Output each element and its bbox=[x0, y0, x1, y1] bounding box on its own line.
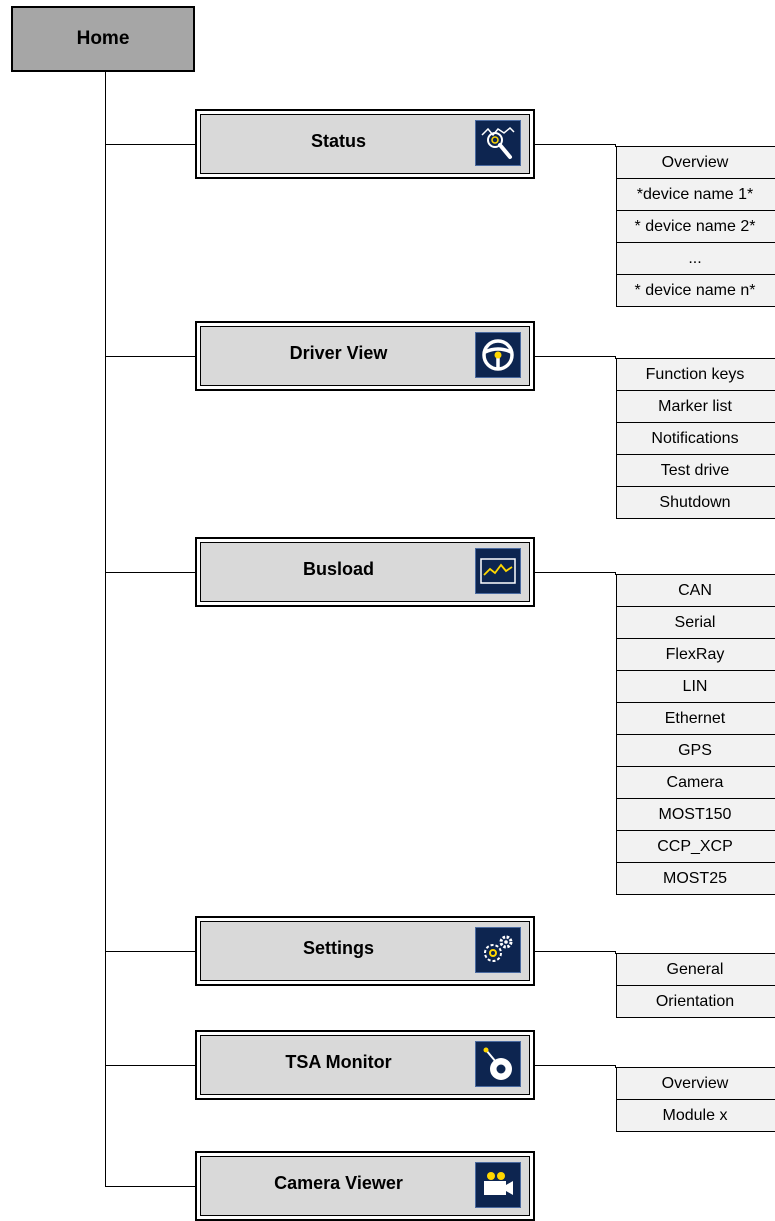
busload-label: Busload bbox=[302, 558, 374, 579]
branch-line bbox=[105, 572, 195, 573]
status-node[interactable]: Status bbox=[195, 109, 535, 179]
trunk-line bbox=[105, 72, 106, 1186]
submenu-connector bbox=[535, 572, 616, 573]
submenu-item[interactable]: Overview bbox=[617, 147, 775, 179]
submenu-item[interactable]: Shutdown bbox=[617, 487, 775, 519]
settings-label: Settings bbox=[302, 937, 374, 958]
branch-line bbox=[105, 1186, 195, 1187]
branch-line bbox=[105, 951, 195, 952]
submenu-item[interactable]: CCP_XCP bbox=[617, 831, 775, 863]
home-node[interactable]: Home bbox=[11, 6, 195, 72]
submenu-connector bbox=[615, 951, 616, 954]
submenu-item[interactable]: MOST25 bbox=[617, 863, 775, 895]
submenu-item[interactable]: LIN bbox=[617, 671, 775, 703]
home-label: Home bbox=[76, 28, 130, 49]
submenu-item[interactable]: GPS bbox=[617, 735, 775, 767]
settings-submenu: General Orientation bbox=[616, 953, 775, 1018]
branch-line bbox=[105, 1065, 195, 1066]
submenu-item[interactable]: FlexRay bbox=[617, 639, 775, 671]
steering-wheel-icon bbox=[475, 332, 521, 378]
status-submenu: Overview *device name 1* * device name 2… bbox=[616, 146, 775, 307]
video-camera-icon bbox=[475, 1162, 521, 1208]
branch-line bbox=[105, 356, 195, 357]
submenu-item[interactable]: General bbox=[617, 954, 775, 986]
status-label: Status bbox=[310, 130, 366, 151]
branch-line bbox=[105, 144, 195, 145]
camera-viewer-node[interactable]: Camera Viewer bbox=[195, 1151, 535, 1221]
gears-icon bbox=[475, 927, 521, 973]
submenu-connector bbox=[615, 144, 616, 147]
magnifier-chart-icon bbox=[475, 120, 521, 166]
submenu-connector bbox=[615, 1065, 616, 1068]
submenu-connector bbox=[615, 572, 616, 575]
submenu-item[interactable]: Test drive bbox=[617, 455, 775, 487]
driver-view-label: Driver View bbox=[289, 342, 388, 363]
submenu-item[interactable]: Serial bbox=[617, 607, 775, 639]
submenu-item[interactable]: * device name n* bbox=[617, 275, 775, 307]
submenu-item[interactable]: MOST150 bbox=[617, 799, 775, 831]
tsa-monitor-submenu: Overview Module x bbox=[616, 1067, 775, 1132]
submenu-connector bbox=[535, 356, 616, 357]
tsa-monitor-node[interactable]: TSA Monitor bbox=[195, 1030, 535, 1100]
submenu-connector bbox=[535, 144, 616, 145]
submenu-item[interactable]: Orientation bbox=[617, 986, 775, 1018]
submenu-item[interactable]: Overview bbox=[617, 1068, 775, 1100]
submenu-connector bbox=[535, 951, 616, 952]
submenu-connector bbox=[535, 1065, 616, 1066]
driver-view-node[interactable]: Driver View bbox=[195, 321, 535, 391]
submenu-item[interactable]: CAN bbox=[617, 575, 775, 607]
busload-node[interactable]: Busload bbox=[195, 537, 535, 607]
submenu-item[interactable]: Notifications bbox=[617, 423, 775, 455]
signal-wave-icon bbox=[475, 548, 521, 594]
submenu-item[interactable]: Module x bbox=[617, 1100, 775, 1132]
busload-submenu: CAN Serial FlexRay LIN Ethernet GPS Came… bbox=[616, 574, 775, 895]
submenu-item[interactable]: Function keys bbox=[617, 359, 775, 391]
submenu-connector bbox=[615, 356, 616, 359]
submenu-item[interactable]: Ethernet bbox=[617, 703, 775, 735]
submenu-item[interactable]: Marker list bbox=[617, 391, 775, 423]
submenu-item[interactable]: * device name 2* bbox=[617, 211, 775, 243]
submenu-item[interactable]: Camera bbox=[617, 767, 775, 799]
disc-probe-icon bbox=[475, 1041, 521, 1087]
settings-node[interactable]: Settings bbox=[195, 916, 535, 986]
submenu-item[interactable]: *device name 1* bbox=[617, 179, 775, 211]
driver-view-submenu: Function keys Marker list Notifications … bbox=[616, 358, 775, 519]
submenu-item[interactable]: ... bbox=[617, 243, 775, 275]
tsa-monitor-label: TSA Monitor bbox=[285, 1051, 392, 1072]
camera-viewer-label: Camera Viewer bbox=[274, 1172, 403, 1193]
